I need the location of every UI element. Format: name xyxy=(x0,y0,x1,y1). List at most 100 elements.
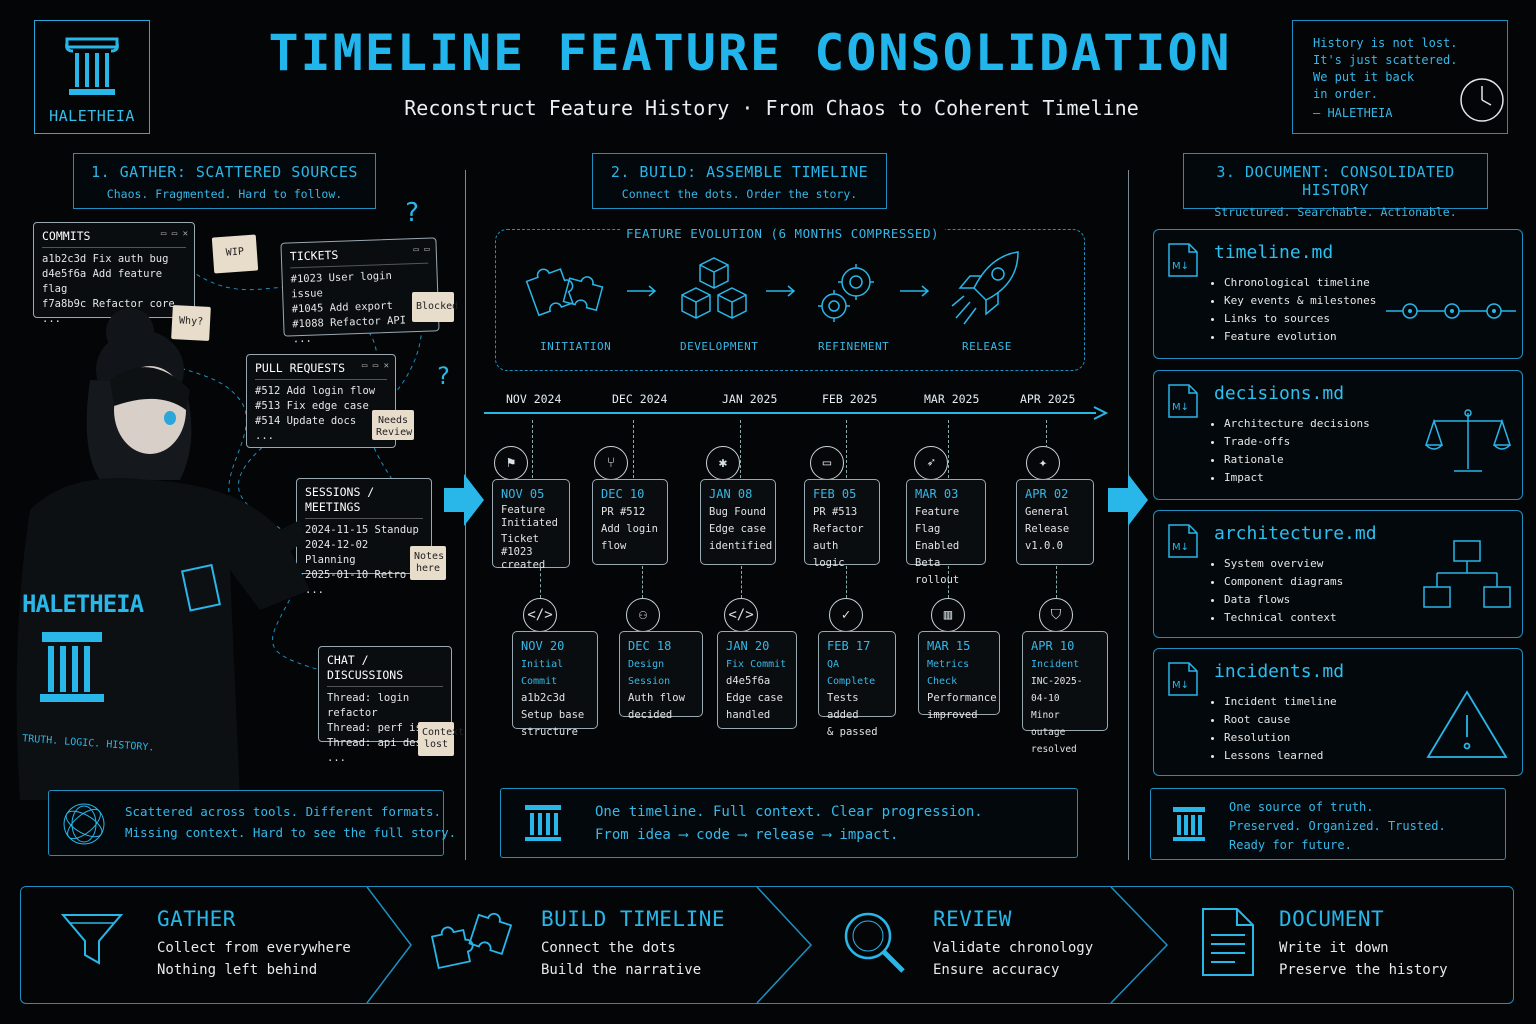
puzzle-icon xyxy=(525,268,604,317)
connector xyxy=(846,420,847,478)
tangle-icon xyxy=(63,803,105,845)
month-label: APR 2025 xyxy=(1020,392,1076,406)
svg-text:M↓: M↓ xyxy=(1172,402,1189,413)
event-card-top: DEC 10 PR #512 Add login flow xyxy=(592,479,668,565)
doc-item: Feature evolution xyxy=(1224,328,1376,346)
step-description: Collect from everywhere Nothing left beh… xyxy=(157,940,351,978)
event-card-top: JAN 08 Bug Found Edge case identified xyxy=(700,479,776,565)
sessions-title: SESSIONS / MEETINGS xyxy=(305,485,423,519)
timeline-nodes-icon xyxy=(1386,303,1516,319)
pillar-icon xyxy=(1173,807,1205,841)
event-card-top: FEB 05 PR #513 Refactor auth logic xyxy=(804,479,880,569)
doc-item: Resolution xyxy=(1224,729,1337,747)
event-line: handled xyxy=(726,709,771,721)
commit-row: ... xyxy=(42,313,61,325)
sessions-card: SESSIONS / MEETINGS 2024-11-15 Standup 2… xyxy=(296,478,432,596)
axis-arrowhead-icon xyxy=(1093,406,1109,420)
event-kind: Incident xyxy=(1031,659,1080,670)
month-label: DEC 2024 xyxy=(612,392,668,406)
month-label: MAR 2025 xyxy=(924,392,980,406)
event-kind: Fix Commit xyxy=(726,659,787,670)
people-icon: ⚇ xyxy=(626,598,660,632)
markdown-file-icon: M↓ xyxy=(1168,524,1198,558)
process-bar: GATHER Collect from everywhere Nothing l… xyxy=(20,886,1514,1004)
logo: HALETHEIA xyxy=(34,20,150,134)
connector xyxy=(846,566,847,598)
character-illustration xyxy=(16,308,311,800)
arrow-icon xyxy=(766,285,796,297)
session-row: ... xyxy=(305,584,324,596)
event-line: flow xyxy=(601,540,627,552)
doc-card-timeline[interactable]: M↓ timeline.md Chronological timeline Ke… xyxy=(1153,229,1523,359)
doc-item: Data flows xyxy=(1224,591,1343,609)
event-card-bottom: NOV 20 Initial Commit a1b2c3d Setup base… xyxy=(512,631,598,738)
event-date: FEB 17 xyxy=(827,639,871,653)
event-card-bottom: MAR 15 Metrics Check Performance improve… xyxy=(918,631,1000,721)
doc-item: Key events & milestones xyxy=(1224,292,1376,310)
event-date: NOV 05 xyxy=(501,487,545,501)
document-icon xyxy=(1202,908,1254,976)
cubes-icon xyxy=(681,257,747,319)
doc-item: Rationale xyxy=(1224,451,1370,469)
event-line: Feature xyxy=(501,504,546,516)
section-gather-title: 1. GATHER: SCATTERED SOURCES xyxy=(91,163,358,181)
month-label: JAN 2025 xyxy=(722,392,778,406)
quote-signature: – HALETHEIA xyxy=(1313,106,1393,120)
commit-row: f7a8b9c Refactor core xyxy=(42,298,175,310)
timeline-summary: One timeline. Full context. Clear progre… xyxy=(500,788,1078,858)
step-title: REVIEW xyxy=(933,907,1012,931)
event-kind: Design Session xyxy=(628,659,671,687)
connector xyxy=(633,420,634,478)
pr-row: #512 Add login flow xyxy=(255,385,376,397)
markdown-file-icon: M↓ xyxy=(1168,243,1198,277)
doc-item: Impact xyxy=(1224,469,1370,487)
event-line: auth logic xyxy=(813,540,845,569)
check-circle-icon: ✓ xyxy=(829,598,863,632)
event-date: APR 10 xyxy=(1031,639,1075,653)
funnel-icon xyxy=(60,914,124,965)
section-document-header: 3. DOCUMENT: CONSOLIDATED HISTORY Struct… xyxy=(1183,153,1488,219)
sticky-context-lost: Context lost xyxy=(418,722,464,756)
event-line: Tests added xyxy=(827,692,859,721)
event-line: decided xyxy=(628,709,673,721)
doc-filename: timeline.md xyxy=(1214,242,1334,263)
doc-card-architecture[interactable]: M↓ architecture.md System overview Compo… xyxy=(1153,510,1523,638)
connector xyxy=(1056,566,1057,598)
commit-row: d4e5f6a Add feature flag xyxy=(42,268,163,295)
event-line: Add login xyxy=(601,523,658,535)
arrow-icon xyxy=(900,285,930,297)
event-line: Performance xyxy=(927,692,997,704)
code-icon: </> xyxy=(724,598,758,632)
sticky-wip: WIP xyxy=(211,234,259,274)
event-line: structure xyxy=(521,726,578,738)
event-line: Edge case xyxy=(726,692,783,704)
month-label: NOV 2024 xyxy=(506,392,562,406)
quote-box: History is not lost. It's just scattered… xyxy=(1292,20,1508,134)
chat-title: CHAT / DISCUSSIONS xyxy=(327,653,443,687)
chat-row: Thread: login refactor xyxy=(327,692,410,719)
month-label: FEB 2025 xyxy=(822,392,878,406)
magnifier-icon xyxy=(844,912,905,973)
chat-row: Thread: api design xyxy=(327,737,441,749)
event-date: DEC 18 xyxy=(628,639,672,653)
commits-title: COMMITS xyxy=(42,229,186,248)
event-date: MAR 15 xyxy=(927,639,971,653)
step-description: Connect the dots Build the narrative xyxy=(541,940,702,978)
gears-icon xyxy=(818,264,874,322)
event-line: identified xyxy=(709,540,773,552)
event-card-top: NOV 05 Feature Initiated Ticket #1023 cr… xyxy=(492,479,570,571)
code-icon: </> xyxy=(523,598,557,632)
section-build-header: 2. BUILD: ASSEMBLE TIMELINE Connect the … xyxy=(592,153,887,209)
step-title: BUILD TIMELINE xyxy=(541,907,726,931)
doc-card-incidents[interactable]: M↓ incidents.md Incident timeline Root c… xyxy=(1153,648,1523,776)
svg-text:M↓: M↓ xyxy=(1172,542,1189,553)
page-subtitle: Reconstruct Feature History · From Chaos… xyxy=(404,96,1139,120)
event-line: General xyxy=(1025,506,1070,518)
doc-card-decisions[interactable]: M↓ decisions.md Architecture decisions T… xyxy=(1153,370,1523,500)
metrics-icon: ▥ xyxy=(931,598,965,632)
doc-item: System overview xyxy=(1224,555,1343,573)
arrow-icon xyxy=(627,285,657,297)
pull-requests-card: ▭ ▭ ✕ PULL REQUESTS #512 Add login flow … xyxy=(246,354,396,448)
event-line: Bug Found xyxy=(709,506,766,518)
pillar-icon xyxy=(525,805,561,841)
